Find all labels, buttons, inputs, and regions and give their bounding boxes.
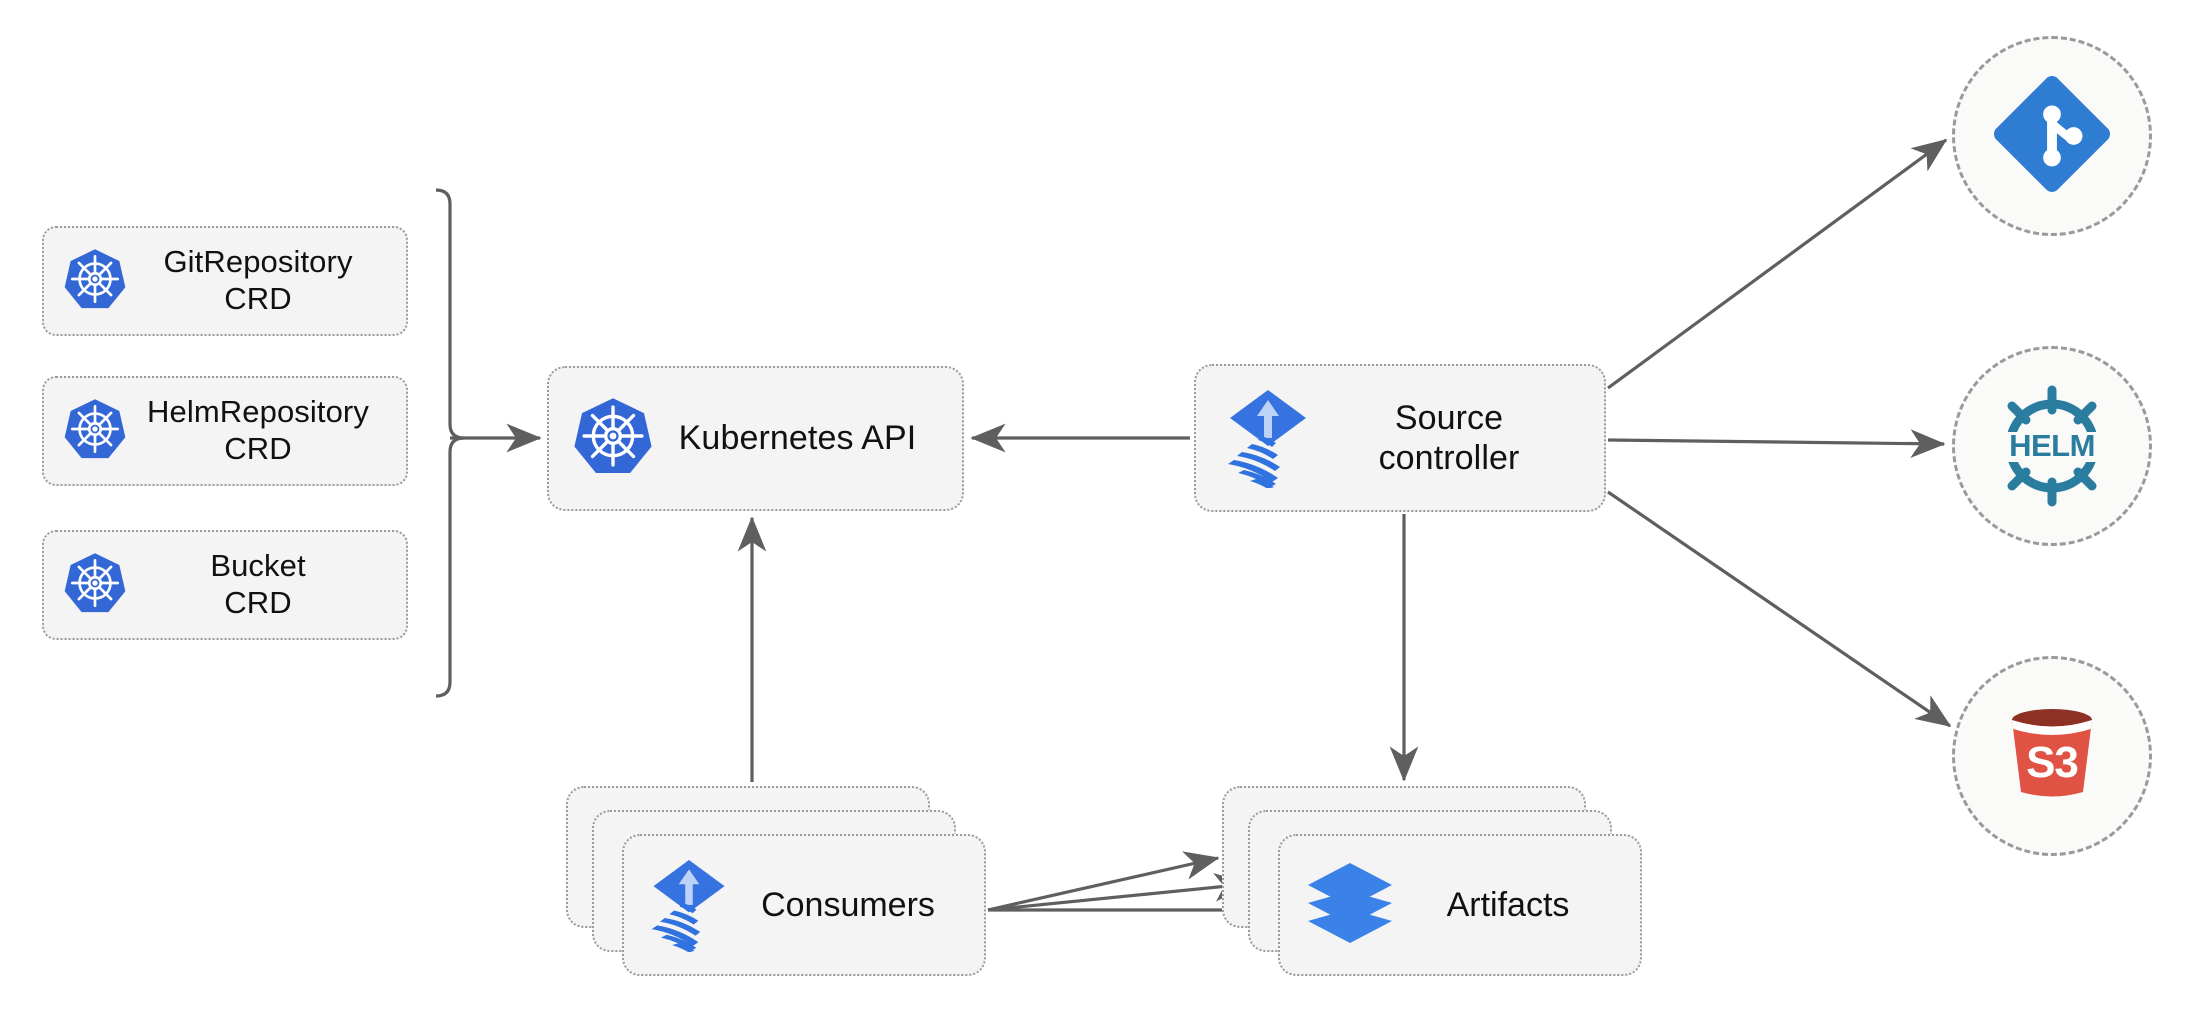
helm-label: HELM: [2009, 428, 2095, 463]
flux-icon: [646, 854, 732, 957]
s3-label: S3: [2026, 738, 2079, 788]
node-consumers[interactable]: Consumers: [566, 786, 986, 976]
node-bucket-crd[interactable]: Bucket CRD: [42, 530, 408, 640]
node-gitrepository-crd[interactable]: GitRepository CRD: [42, 226, 408, 336]
edge-consumers-to-artifacts-1: [987, 851, 1220, 912]
external-source-helm[interactable]: HELM: [1952, 346, 2152, 546]
edge-source-to-git: [1607, 138, 1948, 390]
kubernetes-icon: [62, 396, 128, 467]
node-label: Consumers: [761, 885, 935, 924]
kubernetes-icon: [62, 550, 128, 621]
node-artifacts[interactable]: Artifacts: [1222, 786, 1642, 976]
node-label: Bucket CRD: [210, 548, 306, 620]
edge-source-to-s3: [1607, 490, 1952, 728]
node-label: Source controller: [1378, 398, 1520, 477]
artifacts-sheet-front[interactable]: Artifacts: [1278, 834, 1642, 976]
node-label: GitRepository CRD: [163, 244, 353, 316]
crd-group-brace: [435, 188, 465, 698]
external-source-git[interactable]: [1952, 36, 2152, 236]
node-helmrepository-crd[interactable]: HelmRepository CRD: [42, 376, 408, 486]
node-source-controller[interactable]: Source controller: [1194, 364, 1606, 512]
external-source-s3[interactable]: S3: [1952, 656, 2152, 856]
flux-icon: [1222, 384, 1314, 493]
git-icon: [1989, 71, 2115, 202]
kubernetes-icon: [571, 394, 655, 483]
node-label: Kubernetes API: [678, 419, 917, 458]
node-label: Artifacts: [1446, 885, 1570, 924]
edge-consumers-to-artifacts-2: [987, 873, 1250, 912]
s3-icon: S3: [1990, 694, 2114, 818]
kubernetes-icon: [62, 246, 128, 317]
layers-icon: [1304, 857, 1396, 954]
helm-icon: HELM: [1986, 380, 2118, 512]
consumers-sheet-front[interactable]: Consumers: [622, 834, 986, 976]
node-kubernetes-api[interactable]: Kubernetes API: [547, 366, 964, 511]
edge-source-to-helm: [1607, 429, 1946, 458]
node-label: HelmRepository CRD: [147, 394, 369, 466]
